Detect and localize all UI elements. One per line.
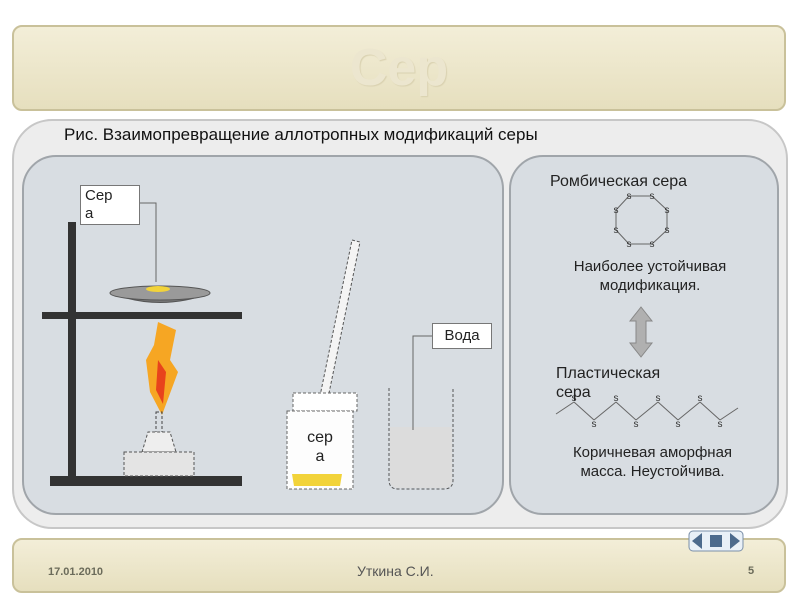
stand-ring [42,312,242,319]
ring-bond [651,229,668,245]
rhombic-desc-line-2: модификация. [599,277,701,294]
water-label: Вода [432,323,492,349]
ring-atom: s [627,191,632,202]
stand-rod [68,222,76,480]
plastic-sulfur-chain: s s s s s s s s [555,393,739,430]
ring-bond [651,195,668,211]
slide-navigation[interactable] [688,529,744,553]
double-arrow-icon [628,306,654,358]
burner-base [123,451,195,477]
chain-atom: s [614,393,619,404]
burner-cap [141,431,177,453]
glass-rod [319,239,361,399]
chain-bond [573,401,595,421]
ring-atom: s [650,191,655,202]
title-bar: Сер [12,25,786,111]
next-arrow-icon[interactable] [730,533,740,549]
dish-rim [109,285,211,301]
chain-bond [719,407,739,421]
stand-base [50,476,242,486]
ring-atom: s [665,225,670,236]
plastic-title-line-1: Пластическая [556,365,661,382]
sulfur-label-line-2: а [85,205,94,222]
ring-bond [615,229,630,245]
jar-lid [292,392,358,412]
ring-atom: s [614,225,619,236]
sulfur-powder [146,286,170,292]
ring-atom: s [650,239,655,250]
jar-label: сер а [289,428,351,466]
plastic-desc-line-1: Коричневая аморфная [572,444,733,461]
ring-atom: s [627,239,632,250]
figure-caption: Рис. Взаимопревращение аллотропных модиф… [64,125,538,144]
rhombic-desc-line-1: Наиболее устойчивая [573,258,727,275]
jar-label-line-1: сер [307,429,333,446]
sulfur-label: Сер а [80,185,140,225]
chain-atom: s [634,419,639,430]
home-icon[interactable] [710,535,722,547]
beaker-water [390,427,452,488]
chain-bond [657,401,679,421]
chain-atom: s [718,419,723,430]
plastic-desc-line-2: масса. Неустойчива. [580,463,725,480]
chain-atom: s [592,419,597,430]
chain-atom: s [676,419,681,430]
chain-bond [635,401,659,421]
footer-date: 17.01.2010 [48,566,104,578]
footer-author: Уткина С.И. [357,563,434,579]
plastic-title-line-2: сера [556,384,591,401]
chain-atom: s [656,393,661,404]
rhombic-description: Наиболее устойчивая модификация. [540,257,760,295]
sulfur-leader-line [140,202,157,282]
rhombic-title: Ромбическая сера [550,173,688,190]
burner-flame-inner [156,360,166,404]
chain-bond [593,401,617,421]
sulfur-label-line-1: Сер [85,187,113,204]
chain-atom: s [698,393,703,404]
ring-bond [615,195,630,211]
beaker [388,388,454,490]
chain-bond [555,401,575,415]
ring-atom: s [665,205,670,216]
ring-atom: s [614,205,619,216]
chain-bond [677,401,701,421]
footer-bar [12,538,786,593]
chain-atom: s [572,393,577,404]
plastic-title: Пластическая сера [556,364,726,402]
chain-bond [699,401,721,421]
jar-sulfur-powder [292,474,342,486]
water-leader-line [412,335,434,430]
page-number: 5 [748,565,755,577]
plastic-description: Коричневая аморфная масса. Неустойчива. [540,443,765,481]
chain-bond [615,401,637,421]
prev-arrow-icon[interactable] [692,533,702,549]
jar-label-line-2: а [315,448,325,465]
slide-title: Сер [349,39,449,97]
